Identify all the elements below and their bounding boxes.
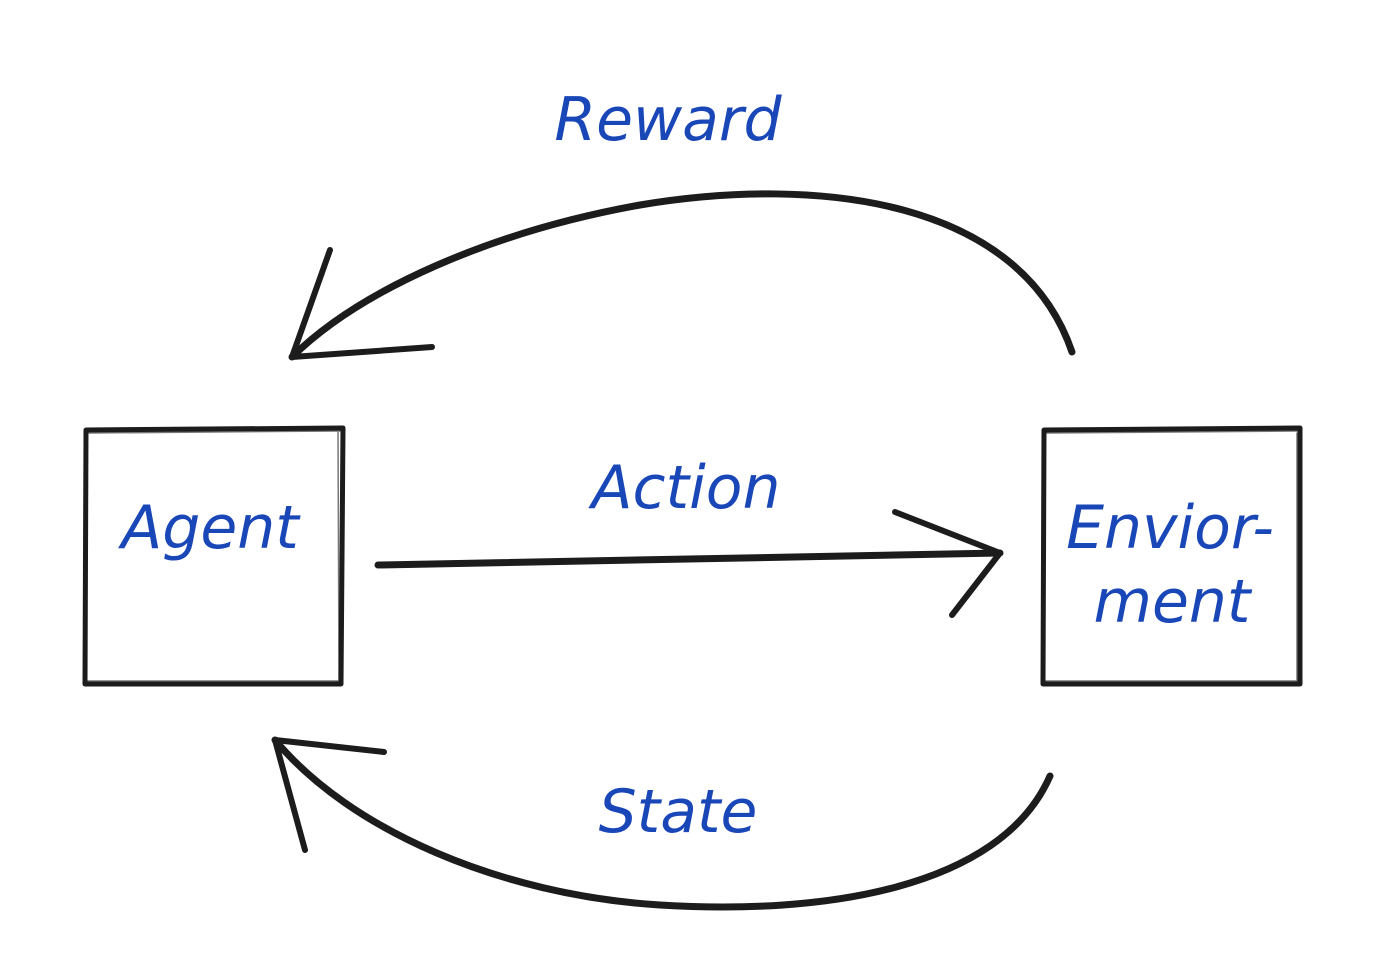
environment-box-sketch-line [1044,430,1298,682]
agent-node: Agent [82,425,346,687]
environment-label-line1: Envior- [1066,493,1274,563]
agent-label: Agent [117,493,301,563]
state-arrow-head [272,737,387,853]
action-edge: Action [374,453,1004,618]
environment-box [1040,425,1303,687]
reward-arrow-head [289,247,435,360]
action-arrow-head [892,509,1003,618]
action-label: Action [588,453,781,523]
environment-node: Envior- ment [1040,425,1303,687]
reward-edge: Reward [288,85,1076,361]
reward-label: Reward [554,85,782,155]
state-arrow-arc [271,736,1054,911]
action-arrow-line [374,549,1004,569]
state-edge: State [271,736,1054,911]
state-label: State [599,777,758,847]
environment-label-line2: ment [1094,567,1253,637]
reward-arrow-arc [288,190,1076,361]
agent-box-sketch-line [85,430,341,682]
agent-box [82,425,346,687]
